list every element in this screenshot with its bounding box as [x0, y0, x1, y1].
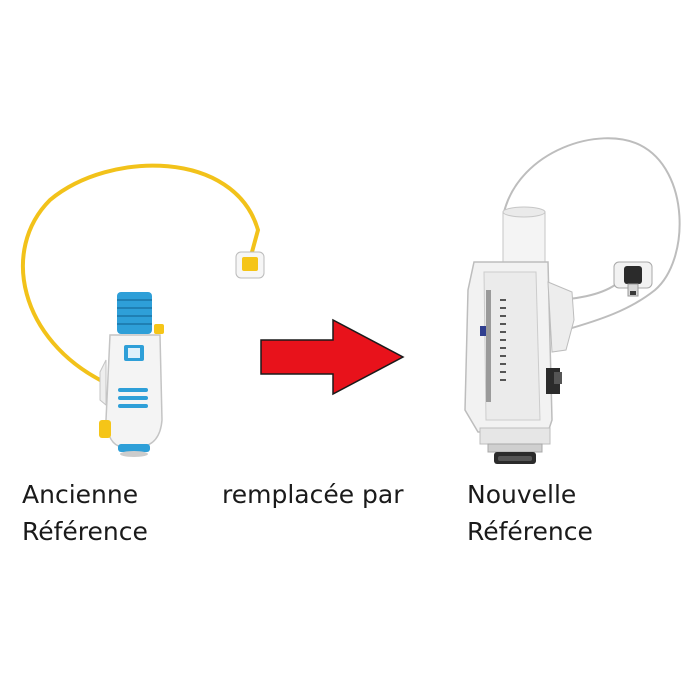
- new-scale-ticks: [500, 299, 506, 381]
- old-cable-connector: [235, 251, 265, 279]
- new-reference-label: Nouvelle Référence: [467, 476, 593, 550]
- new-flush-valve: [464, 137, 681, 464]
- new-cable-connector: [613, 261, 653, 297]
- old-reference-line1: Ancienne: [22, 480, 139, 509]
- new-cable: [503, 137, 681, 331]
- arrow-right-icon: [260, 318, 405, 396]
- old-blue-cap: [117, 292, 152, 334]
- replaced-by-label: remplacée par: [222, 476, 404, 513]
- replaced-by-text: remplacée par: [222, 480, 404, 509]
- old-reference-line2: Référence: [22, 517, 148, 546]
- old-reference-label: Ancienne Référence: [22, 476, 148, 550]
- new-reference-line1: Nouvelle: [467, 480, 577, 509]
- old-flush-valve: [20, 163, 265, 457]
- new-reference-line2: Référence: [467, 517, 593, 546]
- old-yellow-cable: [20, 163, 261, 384]
